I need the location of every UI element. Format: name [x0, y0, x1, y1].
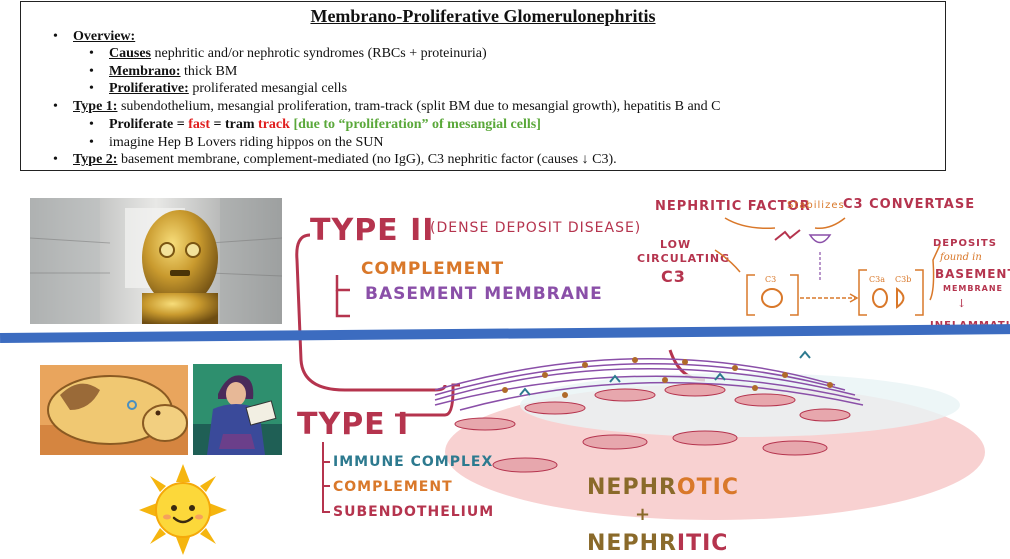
- plus-label: +: [635, 504, 651, 525]
- causes-label: Causes: [109, 46, 152, 61]
- type2-row: • Type 2: basement membrane, complement-m…: [53, 152, 617, 168]
- hippo-photo: [40, 365, 188, 455]
- robot-illustration: [30, 198, 282, 324]
- nephrotic-label: NEPHROTIC: [587, 475, 739, 500]
- found-in-label: found in: [939, 252, 982, 263]
- proliferative-label: Proliferative:: [109, 81, 189, 96]
- membrano-text: thick BM: [180, 64, 238, 79]
- basement-membrane-lines: [434, 357, 864, 411]
- mnemonic-track: track: [258, 117, 290, 132]
- down-arrow-icon: ↓: [957, 297, 966, 310]
- bullet-icon: •: [53, 152, 58, 167]
- convertase-icon: [808, 234, 832, 244]
- bullet-icon: •: [89, 135, 94, 150]
- type1-subendothelium: SUBENDOTHELIUM: [333, 504, 494, 520]
- type1-text: subendothelium, mesangial proliferation,…: [117, 99, 721, 114]
- bracket-line: [295, 233, 447, 392]
- causes-row: • Causes nephritic and/or nephrotic syndr…: [89, 46, 487, 62]
- imagine-text: imagine Hep B Lovers riding hippos on th…: [109, 135, 384, 150]
- antibody-icon: [774, 229, 801, 241]
- c3b-label: C3b: [895, 275, 911, 284]
- nephritic-label: NEPHRITIC: [587, 531, 728, 556]
- bullet-icon: •: [89, 81, 94, 96]
- overview-row: • Overview:: [53, 29, 135, 45]
- stabilizes-label: Stabilizes: [787, 200, 845, 211]
- c3-molecule-icon: [761, 288, 783, 308]
- bullet-icon: •: [89, 46, 94, 61]
- hippo-illustration: [40, 365, 188, 455]
- bullet-icon: •: [53, 29, 58, 44]
- mnemonic-fast: fast: [188, 117, 211, 132]
- bullet-icon: •: [89, 117, 94, 132]
- c3-convertase-label: C3 CONVERTASE: [843, 197, 975, 212]
- bullet-icon: •: [53, 99, 58, 114]
- mnemonic-green: [due to “proliferation” of mesangial cel…: [289, 117, 541, 132]
- type1-heading: TYPE I: [297, 407, 409, 442]
- sun-icon: [138, 462, 228, 557]
- type2-text: basement membrane, complement-mediated (…: [117, 152, 617, 167]
- c3a-label: C3a: [869, 275, 885, 284]
- c3-low-label: C3: [661, 267, 686, 286]
- deposits-label: DEPOSITS: [933, 238, 997, 249]
- type2-complement: COMPLEMENT: [361, 259, 504, 279]
- diagram-canvas: TYPE II (DENSE DEPOSIT DISEASE) COMPLEME…: [295, 197, 1010, 556]
- type1-complement: COMPLEMENT: [333, 479, 453, 495]
- nephritic-factor-label: NEPHRITIC FACTOR: [655, 199, 811, 214]
- mnemonic-b: = tram: [210, 117, 259, 132]
- c3b-molecule-icon: [896, 287, 905, 309]
- circulating-label: CIRCULATING: [637, 252, 730, 265]
- antibody-markers: [519, 350, 811, 396]
- mnemonic-row: • Proliferate = fast = tram track [due to…: [89, 117, 541, 133]
- type1-label: Type 1:: [73, 99, 118, 114]
- type2-basement-membrane: BASEMENT MEMBRANE: [365, 284, 603, 304]
- notes-box: Membrano-Proliferative Glomerulonephriti…: [20, 1, 946, 171]
- robot-photo: [30, 198, 282, 324]
- membrano-row: • Membrano: thick BM: [89, 64, 237, 80]
- overview-label: Overview:: [73, 29, 136, 44]
- type2-heading: TYPE II: [310, 213, 434, 248]
- type2-subtitle: (DENSE DEPOSIT DISEASE): [430, 220, 641, 236]
- c3-small-label: C3: [765, 275, 776, 284]
- membrano-label: Membrano:: [109, 64, 181, 79]
- endothelial-cells: [454, 383, 851, 473]
- proliferative-text: proliferated mesangial cells: [188, 81, 348, 96]
- causes-text: nephritic and/or nephrotic syndromes (RB…: [151, 46, 487, 61]
- type1-row: • Type 1: subendothelium, mesangial proli…: [53, 99, 721, 115]
- membrane-label: MEMBRANE: [943, 284, 1003, 293]
- reader-illustration: [193, 364, 282, 455]
- type1-immune-complex: IMMUNE COMPLEX: [333, 454, 493, 470]
- basement-label: BASEMENT: [935, 267, 1010, 281]
- reader-photo: [193, 364, 282, 455]
- immune-deposits: [502, 357, 833, 398]
- arrow-icon: [849, 293, 859, 303]
- imagine-row: • imagine Hep B Lovers riding hippos on t…: [89, 135, 384, 151]
- low-label: LOW: [660, 238, 691, 251]
- mnemonic-a: Proliferate =: [109, 117, 189, 132]
- c3a-molecule-icon: [872, 288, 888, 308]
- proliferative-row: • Proliferative: proliferated mesangial c…: [89, 81, 347, 97]
- notes-title: Membrano-Proliferative Glomerulonephriti…: [310, 6, 656, 26]
- bullet-icon: •: [89, 64, 94, 79]
- type2-label: Type 2:: [73, 152, 118, 167]
